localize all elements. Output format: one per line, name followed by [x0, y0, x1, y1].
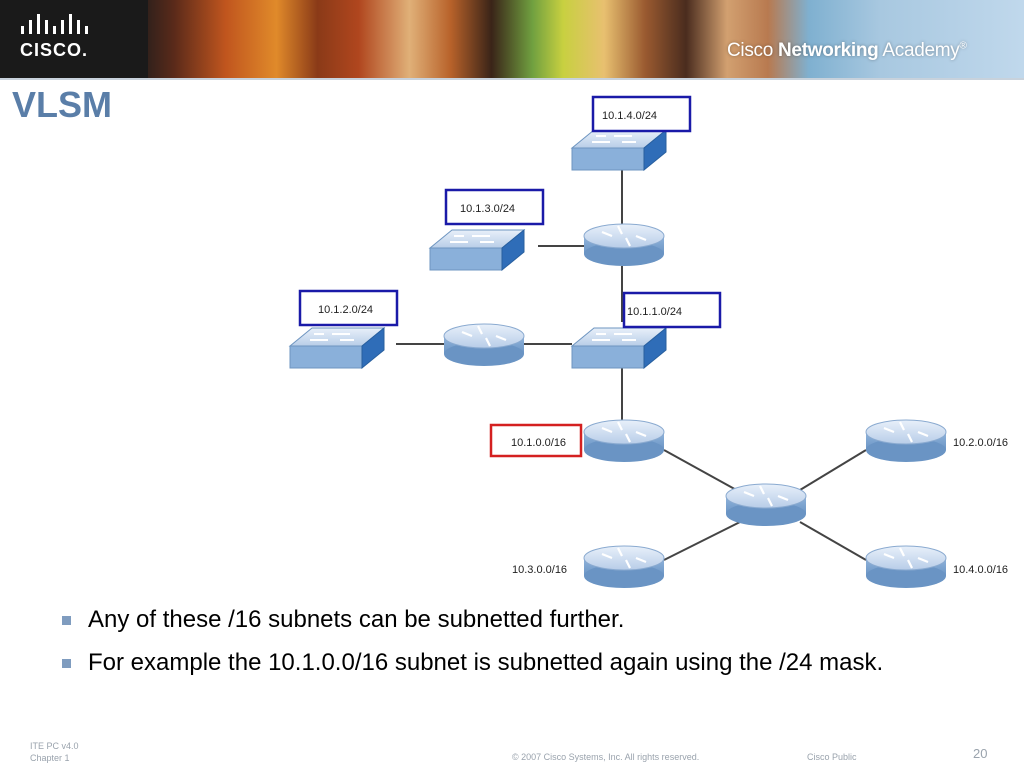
switch-left-upper	[429, 229, 525, 271]
footer-chapter-line: Chapter 1	[30, 753, 70, 763]
subnet-label-top: 10.1.4.0/24	[591, 95, 692, 133]
subnet-label-left: 10.1.2.0/24	[298, 289, 399, 327]
network-label: 10.4.0.0/16	[953, 564, 1008, 576]
academy-suffix: Academy	[878, 40, 960, 61]
bullet-list: Any of these /16 subnets can be subnette…	[62, 604, 942, 690]
slide-title: VLSM	[12, 84, 113, 125]
subnet-label-left-upper: 10.1.3.0/24	[444, 188, 545, 226]
subnet-label-text: 10.1.0.0/16	[511, 437, 566, 449]
bullet-square-icon	[62, 659, 71, 668]
router-right-upper	[864, 418, 948, 464]
router-core	[724, 482, 808, 528]
bullet-text: For example the 10.1.0.0/16 subnet is su…	[88, 649, 884, 676]
cisco-logo: CISCO.	[0, 0, 148, 78]
subnet-box	[444, 188, 545, 226]
router-left-lower	[582, 544, 666, 590]
router-left	[442, 322, 526, 368]
subnet-label-text: 10.1.2.0/24	[318, 304, 373, 316]
router-right-lower	[864, 544, 948, 590]
registered-mark: ®	[959, 40, 967, 52]
cisco-wordmark: CISCO.	[20, 40, 89, 60]
subnet-box	[591, 95, 692, 133]
network-label: 10.2.0.0/16	[953, 437, 1008, 449]
academy-title: Cisco Networking Academy®	[727, 40, 967, 62]
subnet-box	[622, 291, 722, 329]
footer-classification: Cisco Public	[807, 752, 857, 762]
academy-prefix: Cisco	[727, 40, 778, 61]
router-main	[582, 418, 666, 464]
bullet-item: For example the 10.1.0.0/16 subnet is su…	[62, 647, 942, 678]
subnet-box	[298, 289, 399, 327]
footer-course: ITE PC v4.0 Chapter 1	[30, 740, 79, 764]
academy-bold: Networking	[778, 40, 879, 61]
cisco-bars-icon	[21, 14, 88, 34]
subnet-label-text: 10.1.4.0/24	[602, 110, 657, 122]
bullet-item: Any of these /16 subnets can be subnette…	[62, 604, 942, 635]
network-label: 10.3.0.0/16	[512, 564, 567, 576]
switch-center	[571, 327, 667, 369]
bullet-square-icon	[62, 616, 71, 625]
subnet-label-main: 10.1.0.0/16	[489, 423, 583, 458]
switch-top	[571, 129, 667, 171]
header-banner: CISCO. Cisco Networking Academy®	[0, 0, 1024, 78]
banner-divider	[0, 78, 1024, 80]
subnet-label-text: 10.1.3.0/24	[460, 203, 515, 215]
router-upper	[582, 222, 666, 268]
bullet-text: Any of these /16 subnets can be subnette…	[88, 606, 625, 633]
subnet-label-text: 10.1.1.0/24	[627, 306, 682, 318]
subnet-box-highlight	[489, 423, 583, 458]
footer-course-line: ITE PC v4.0	[30, 741, 79, 751]
switch-left	[289, 327, 385, 369]
footer-copyright: © 2007 Cisco Systems, Inc. All rights re…	[512, 752, 700, 762]
connection-lines	[396, 170, 867, 561]
page-number: 20	[973, 746, 988, 761]
vlsm-diagram: 10.1.4.0/24 10.1.3.0/24 10.1.2.0/24 10.1…	[289, 95, 1008, 590]
subnet-label-center: 10.1.1.0/24	[622, 291, 722, 329]
